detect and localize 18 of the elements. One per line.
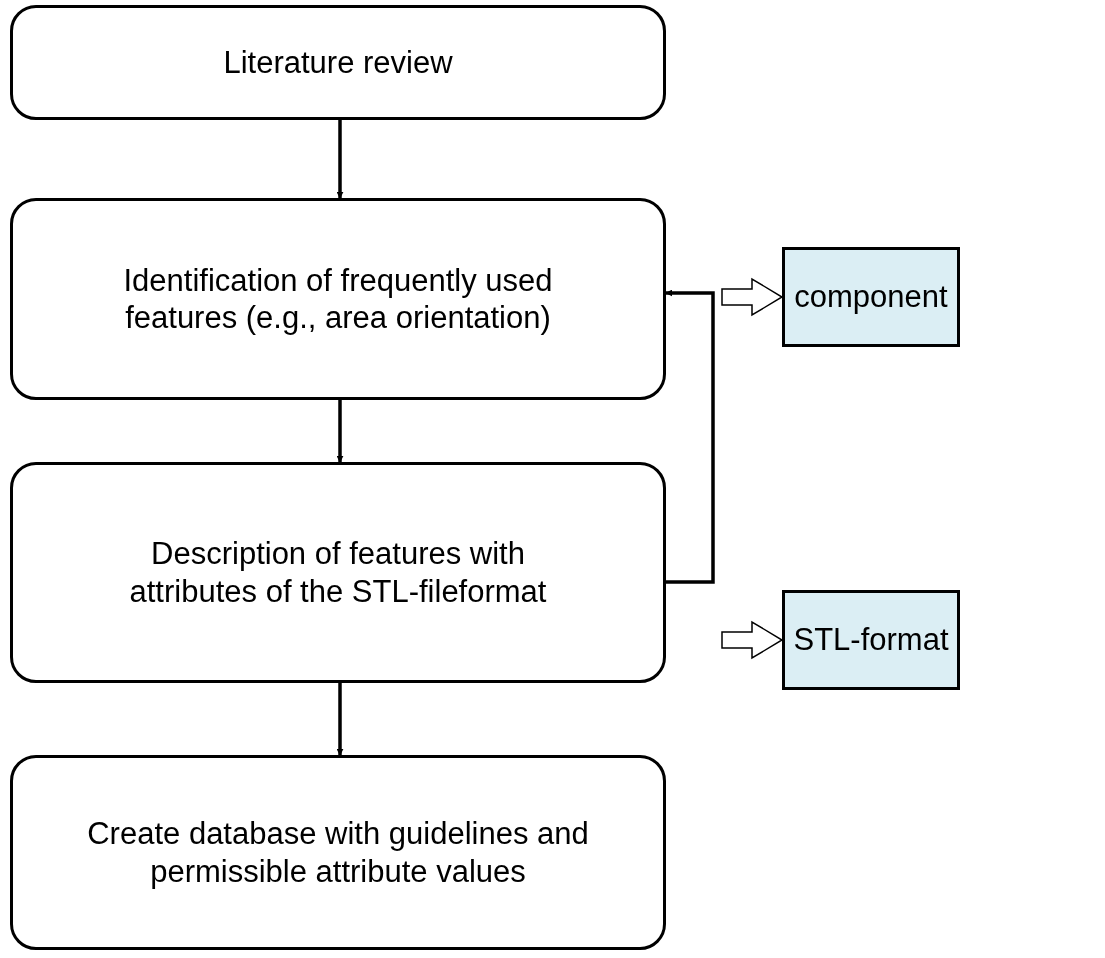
box-label: component	[794, 278, 948, 316]
box-label: STL-format	[793, 621, 949, 659]
arrow	[336, 400, 344, 463]
box-label: Create database with guidelines and permissible attribute values	[86, 815, 590, 890]
output-box	[782, 590, 960, 690]
arrow	[665, 289, 715, 584]
process-box	[10, 5, 666, 120]
box-label: Identification of frequently used features (e.g., area orientation)	[122, 261, 554, 337]
block-arrow	[721, 277, 784, 317]
box-label: Description of features with attributes of the STL-fileformat	[128, 535, 548, 610]
box-label: Literature review	[223, 43, 453, 82]
process-box	[10, 198, 666, 400]
process-box	[10, 755, 666, 950]
block-arrow	[721, 620, 784, 660]
output-box	[782, 247, 960, 347]
arrow	[336, 120, 344, 199]
process-box	[10, 462, 666, 683]
arrow	[336, 683, 344, 756]
